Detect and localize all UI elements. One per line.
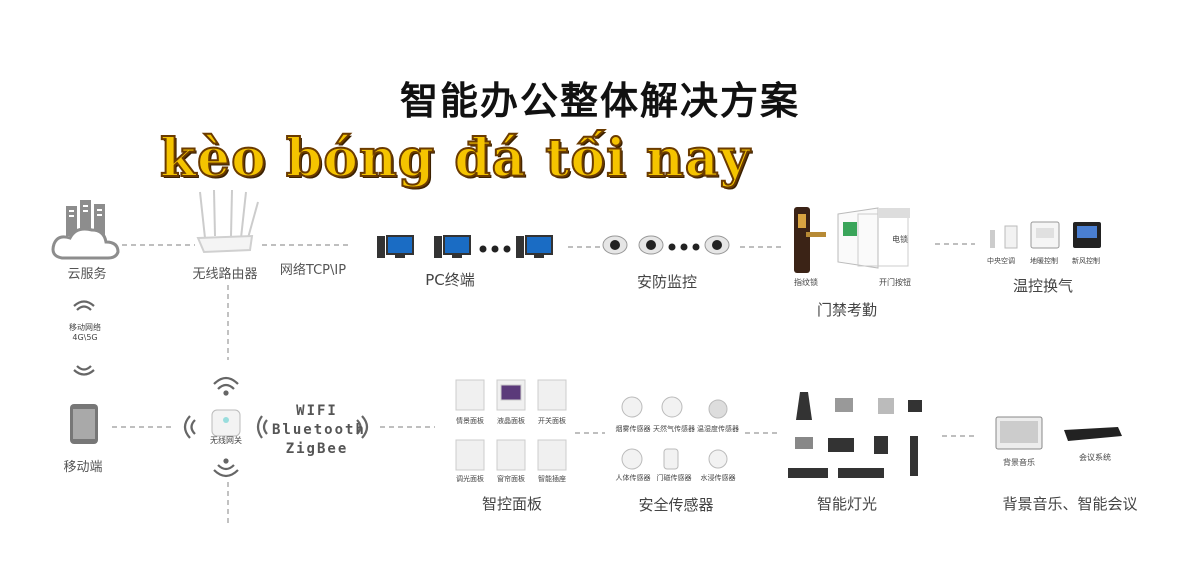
sub-label-door-button: 开门按钮 (879, 278, 911, 287)
node-label-panel: 智控面板 (481, 495, 542, 513)
sub-label-panel: 调光面板 (456, 475, 484, 483)
cloud-server-icon (51, 200, 120, 260)
sub-label-sensor: 人体传感器 (615, 474, 651, 482)
gateway-icon (211, 409, 241, 437)
node-label-gateway: 无线网关 (210, 436, 242, 445)
overlay-banner-text: kèo bóng đá tối nay (159, 127, 751, 190)
protocol-zigbee: ZigBee (285, 441, 349, 457)
connector-lines (112, 243, 975, 525)
sub-label-meeting: 会议系统 (1079, 453, 1111, 462)
node-label-router: 无线路由器 (192, 267, 258, 282)
sub-label-sensor: 温湿度传感器 (697, 425, 739, 433)
protocol-list: WIFI Bluetooth ZigBee (272, 402, 366, 459)
sub-label-fresh-air: 新风控制 (1072, 257, 1100, 265)
node-label-music-meeting: 背景音乐、智能会议 (1002, 495, 1138, 513)
node-label-sensor: 安全传感器 (638, 496, 714, 514)
wifi-icon (73, 300, 369, 478)
sub-label-panel: 智能插座 (538, 475, 566, 483)
lighting-icon (788, 392, 922, 478)
node-label-access: 门禁考勤 (816, 301, 877, 319)
node-label-security: 安防监控 (636, 273, 697, 291)
access-control-icon (794, 207, 910, 273)
sub-label-panel: 液晶面板 (497, 417, 525, 425)
sub-label-electric-lock: 电锁 (892, 235, 908, 244)
node-label-mobile-network: 移动网络 (69, 323, 101, 332)
sub-label-sensor: 门磁传感器 (656, 474, 692, 482)
sub-label-fingerprint-lock: 指纹锁 (794, 278, 818, 287)
panels-icon (455, 379, 567, 471)
sub-label-panel: 情景面板 (456, 417, 484, 425)
page-title: 智能办公整体解决方案 (399, 79, 800, 123)
sub-label-sensor: 天然气传感器 (653, 425, 695, 433)
node-label-climate: 温控换气 (1012, 277, 1073, 295)
protocol-wifi: WIFI (296, 403, 338, 419)
sub-label-panel: 窗帘面板 (497, 475, 525, 483)
node-label-mobile: 移动端 (63, 460, 103, 475)
node-label-pc: PC终端 (425, 271, 475, 289)
sensors-icon (621, 396, 728, 470)
sub-label-central-ac: 中央空调 (987, 257, 1015, 265)
sub-label-sensor: 水浸传感器 (700, 474, 736, 482)
music-meeting-icon (995, 416, 1122, 450)
mobile-phone-icon (70, 404, 98, 444)
sub-label-sensor: 烟雾传感器 (615, 425, 651, 433)
router-icon (196, 189, 259, 254)
camera-icon (602, 235, 730, 255)
protocol-bluetooth: Bluetooth (272, 422, 366, 438)
node-label-mobile-network-gen: 4G\5G (72, 333, 98, 342)
climate-control-icon (990, 221, 1101, 249)
sub-label-floor-heat: 地暖控制 (1030, 257, 1058, 265)
node-label-network: 网络TCP\IP (279, 263, 347, 278)
sub-label-panel: 开关面板 (538, 417, 566, 425)
node-label-lighting: 智能灯光 (816, 495, 877, 513)
node-label-cloud: 云服务 (67, 267, 107, 282)
sub-label-bg-music: 背景音乐 (1003, 458, 1035, 467)
pc-terminals-icon (377, 235, 553, 258)
